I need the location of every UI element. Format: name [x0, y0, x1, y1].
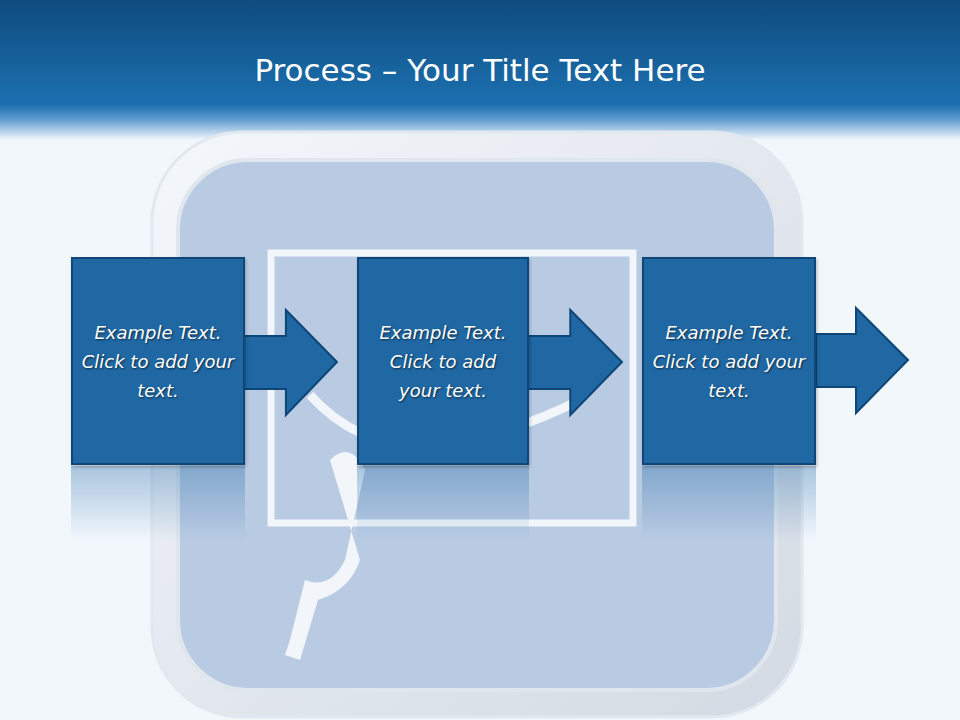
- process-box: Example Text. Click to add your text.: [642, 257, 816, 465]
- box-text: Example Text. Click to add your text.: [81, 318, 235, 405]
- slide-title: Process – Your Title Text Here: [0, 52, 960, 88]
- hand-pointer: [285, 452, 365, 660]
- process-box: Example Text. Click to add your text.: [357, 257, 529, 465]
- box-reflection: [357, 466, 529, 541]
- trailing-arrow: [816, 308, 908, 413]
- box-reflection: [642, 466, 816, 541]
- box-text: Example Text. Click to add your text.: [652, 318, 806, 405]
- box-text: Example Text. Click to add your text.: [367, 318, 519, 405]
- title-bar: [0, 0, 960, 140]
- block-arrow: [244, 310, 337, 415]
- process-box: Example Text. Click to add your text.: [71, 257, 245, 465]
- block-arrow: [528, 310, 622, 415]
- box-reflection: [71, 466, 245, 541]
